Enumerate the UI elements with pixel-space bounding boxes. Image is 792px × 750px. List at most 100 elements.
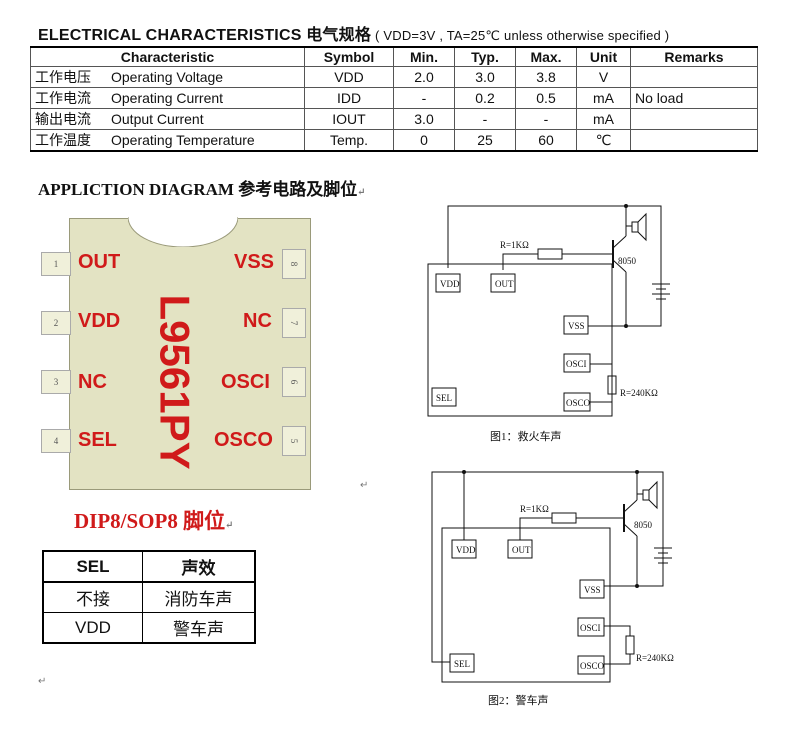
pin-2: 2 [41,311,71,335]
pin-7: 7 [282,308,306,338]
page-title: ELECTRICAL CHARACTERISTICS 电气规格( VDD=3V … [38,21,669,45]
wire-vdd-rail [431,471,664,663]
junction-dot [635,584,639,588]
resistor-label-240k: R=240KΩ [636,653,674,663]
circuit-diagram-2: VDD OUT VSS OSCI OSCO SEL R=1KΩ 8050 R=2… [431,470,674,683]
cell-en: Operating Temperature [111,132,255,148]
pin-4: 4 [41,429,71,453]
transistor-collector [623,499,638,513]
return-mark: ↵ [357,187,366,198]
pin-8: 8 [282,249,306,279]
cell-typ: - [454,108,516,130]
junction-dot [624,324,628,328]
pin-text-out: OUT [512,545,531,555]
resistor-1k [551,512,577,524]
cell-symbol: VDD [304,66,394,88]
pin-text-vss: VSS [584,585,601,595]
transistor-label: 8050 [634,520,653,530]
section-title-text: APPLICTION DIAGRAM 参考电路及脚位 [38,180,358,199]
wire-vdd-rail [447,205,662,327]
pin-label-vss: VSS [234,251,275,273]
pin-label-osci: OSCI [221,371,270,393]
package-text: DIP8/SOP8 脚位 [74,509,226,533]
cell-en: Operating Voltage [111,69,224,85]
electrical-spec-table: Characteristic Symbol Min. Typ. Max. Uni… [30,46,758,152]
title-conditions: ( VDD=3V , TA=25℃ unless otherwise speci… [375,28,670,43]
cell-cn: 工作电流 [35,90,91,106]
speaker-body [642,489,650,501]
pin-text-osci: OSCI [566,359,587,369]
cell-remarks [630,66,758,88]
junction-dot [624,204,628,208]
pin-text-osci: OSCI [580,623,601,633]
pin-text-sel: SEL [436,393,452,403]
pin-box-vdd [435,273,461,293]
cell-remarks [630,129,758,152]
pin-text-sel: SEL [454,659,470,669]
pin-box-out [507,539,533,559]
cell-remarks: No load [630,87,758,109]
pin-label-nc-right: NC [243,310,272,332]
cell-characteristic: 输出电流 Output Current [30,108,305,130]
table-header-row: Characteristic Symbol Min. Typ. Max. Uni… [30,46,758,67]
pin-box-osco [563,392,591,412]
pin-box-out [490,273,516,293]
pin-box-vdd [451,539,477,559]
pin-box-vss [579,579,605,599]
pin-3: 3 [41,370,71,394]
header-symbol: Symbol [304,46,394,67]
pin-1: 1 [41,252,71,276]
header-characteristic: Characteristic [30,46,305,67]
cell-symbol: IOUT [304,108,394,130]
pin-text-vss: VSS [568,321,585,331]
cell-max: 0.5 [515,87,577,109]
cell-min: 2.0 [393,66,455,88]
cell-unit: mA [576,87,631,109]
section-title: APPLICTION DIAGRAM 参考电路及脚位↵ [38,175,366,200]
pin-text-out: OUT [495,279,514,289]
junction-dot [635,470,639,474]
wire-osci [604,625,631,636]
wire-out [502,253,538,270]
circuit-diagram-1: VDD OUT VSS OSCI OSCO SEL R=1KΩ 8050 R=2… [427,204,670,417]
header-remarks: Remarks [630,46,758,67]
table-header-row: SEL 声效 [42,550,256,583]
cell-en: Output Current [111,111,204,127]
wire-osci [590,363,613,376]
pin-box-sel [431,387,457,407]
cell-effect: 警车声 [142,612,256,644]
speaker-cone [648,480,658,510]
wire-osco [590,394,613,403]
speaker-cone [637,212,647,242]
cell-sel: VDD [42,612,143,644]
package-label: DIP8/SOP8 脚位↵ [74,505,233,535]
cell-unit: mA [576,108,631,130]
cell-effect: 消防车声 [142,581,256,613]
cell-typ: 0.2 [454,87,516,109]
pin-text-osco: OSCO [580,661,605,671]
ic-body [441,527,611,683]
return-mark: ↵ [38,676,47,687]
transistor-collector [612,235,627,249]
cell-cn: 工作温度 [35,132,91,148]
pin-label-osco: OSCO [214,429,273,451]
header-sel: SEL [42,550,143,583]
chip-body [69,218,311,490]
ic-body [427,263,613,417]
resistor-label-1k: R=1KΩ [500,240,529,250]
wire-out [519,517,552,540]
table-row: VDD 警车声 [42,612,256,644]
header-typ: Typ. [454,46,516,67]
cell-cn: 输出电流 [35,111,91,127]
cell-min: - [393,87,455,109]
pin-text-osco: OSCO [566,398,591,408]
header-unit: Unit [576,46,631,67]
cell-max: - [515,108,577,130]
resistor-240k [625,635,635,655]
pin-text-vdd: VDD [440,279,460,289]
